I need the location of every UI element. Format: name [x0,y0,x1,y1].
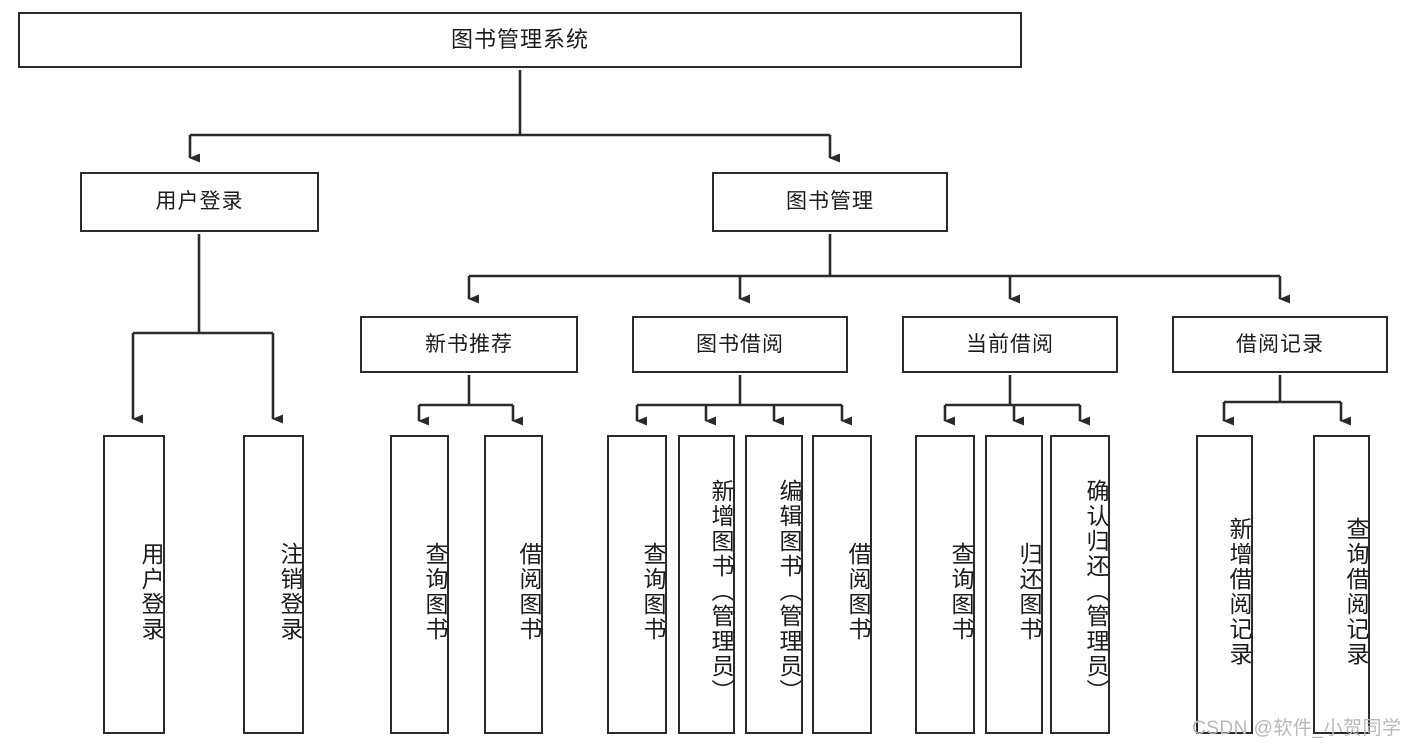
node-label: 当前借阅 [966,332,1054,356]
node-label: 确认归还（管理员） [1083,479,1109,704]
node-label: 图书借阅 [696,332,784,356]
node-book-management[interactable]: 图书管理 [712,172,948,232]
leaf-current-return-book[interactable]: 归还图书 [985,435,1043,734]
leaf-user-login-logout[interactable]: 注销登录 [243,435,304,734]
node-label: 归还图书 [1016,541,1042,642]
node-label: 用户登录 [155,190,244,214]
node-user-login[interactable]: 用户登录 [80,172,319,232]
watermark: CSDN @软件_小贺同学 [1192,718,1402,739]
leaf-record-query-record[interactable]: 查询借阅记录 [1313,435,1370,734]
leaf-current-confirm-return-admin[interactable]: 确认归还（管理员） [1050,435,1110,734]
node-new-book-recommend[interactable]: 新书推荐 [360,316,578,373]
node-label: 借阅图书 [845,541,871,642]
node-label: 借阅图书 [516,541,542,642]
leaf-current-query-book[interactable]: 查询图书 [915,435,975,734]
leaf-borrow-query-book[interactable]: 查询图书 [607,435,667,734]
node-book-borrow[interactable]: 图书借阅 [632,316,848,373]
leaf-user-login-login[interactable]: 用户登录 [103,435,165,734]
leaf-borrow-add-book-admin[interactable]: 新增图书（管理员） [678,435,735,734]
node-label: 借阅记录 [1236,332,1324,356]
node-label: 编辑图书（管理员） [776,479,802,704]
node-borrow-record[interactable]: 借阅记录 [1172,316,1388,373]
leaf-borrow-borrow-book[interactable]: 借阅图书 [812,435,872,734]
node-label: 新增图书（管理员） [708,479,734,704]
node-root-system[interactable]: 图书管理系统 [18,12,1022,68]
node-current-borrow[interactable]: 当前借阅 [902,316,1118,373]
leaf-record-add-record[interactable]: 新增借阅记录 [1196,435,1253,734]
node-label: 新书推荐 [425,332,513,356]
node-label: 图书管理系统 [450,26,589,52]
node-label: 注销登录 [277,541,303,642]
node-label: 查询图书 [640,541,666,642]
leaf-recommend-query-book[interactable]: 查询图书 [390,435,449,734]
node-label: 图书管理 [786,190,874,214]
node-label: 查询图书 [948,541,974,642]
node-label: 查询图书 [422,541,448,642]
leaf-borrow-edit-book-admin[interactable]: 编辑图书（管理员） [745,435,803,734]
leaf-recommend-borrow-book[interactable]: 借阅图书 [484,435,543,734]
node-label: 查询借阅记录 [1343,516,1369,667]
node-label: 用户登录 [138,541,164,642]
node-label: 新增借阅记录 [1226,516,1252,667]
